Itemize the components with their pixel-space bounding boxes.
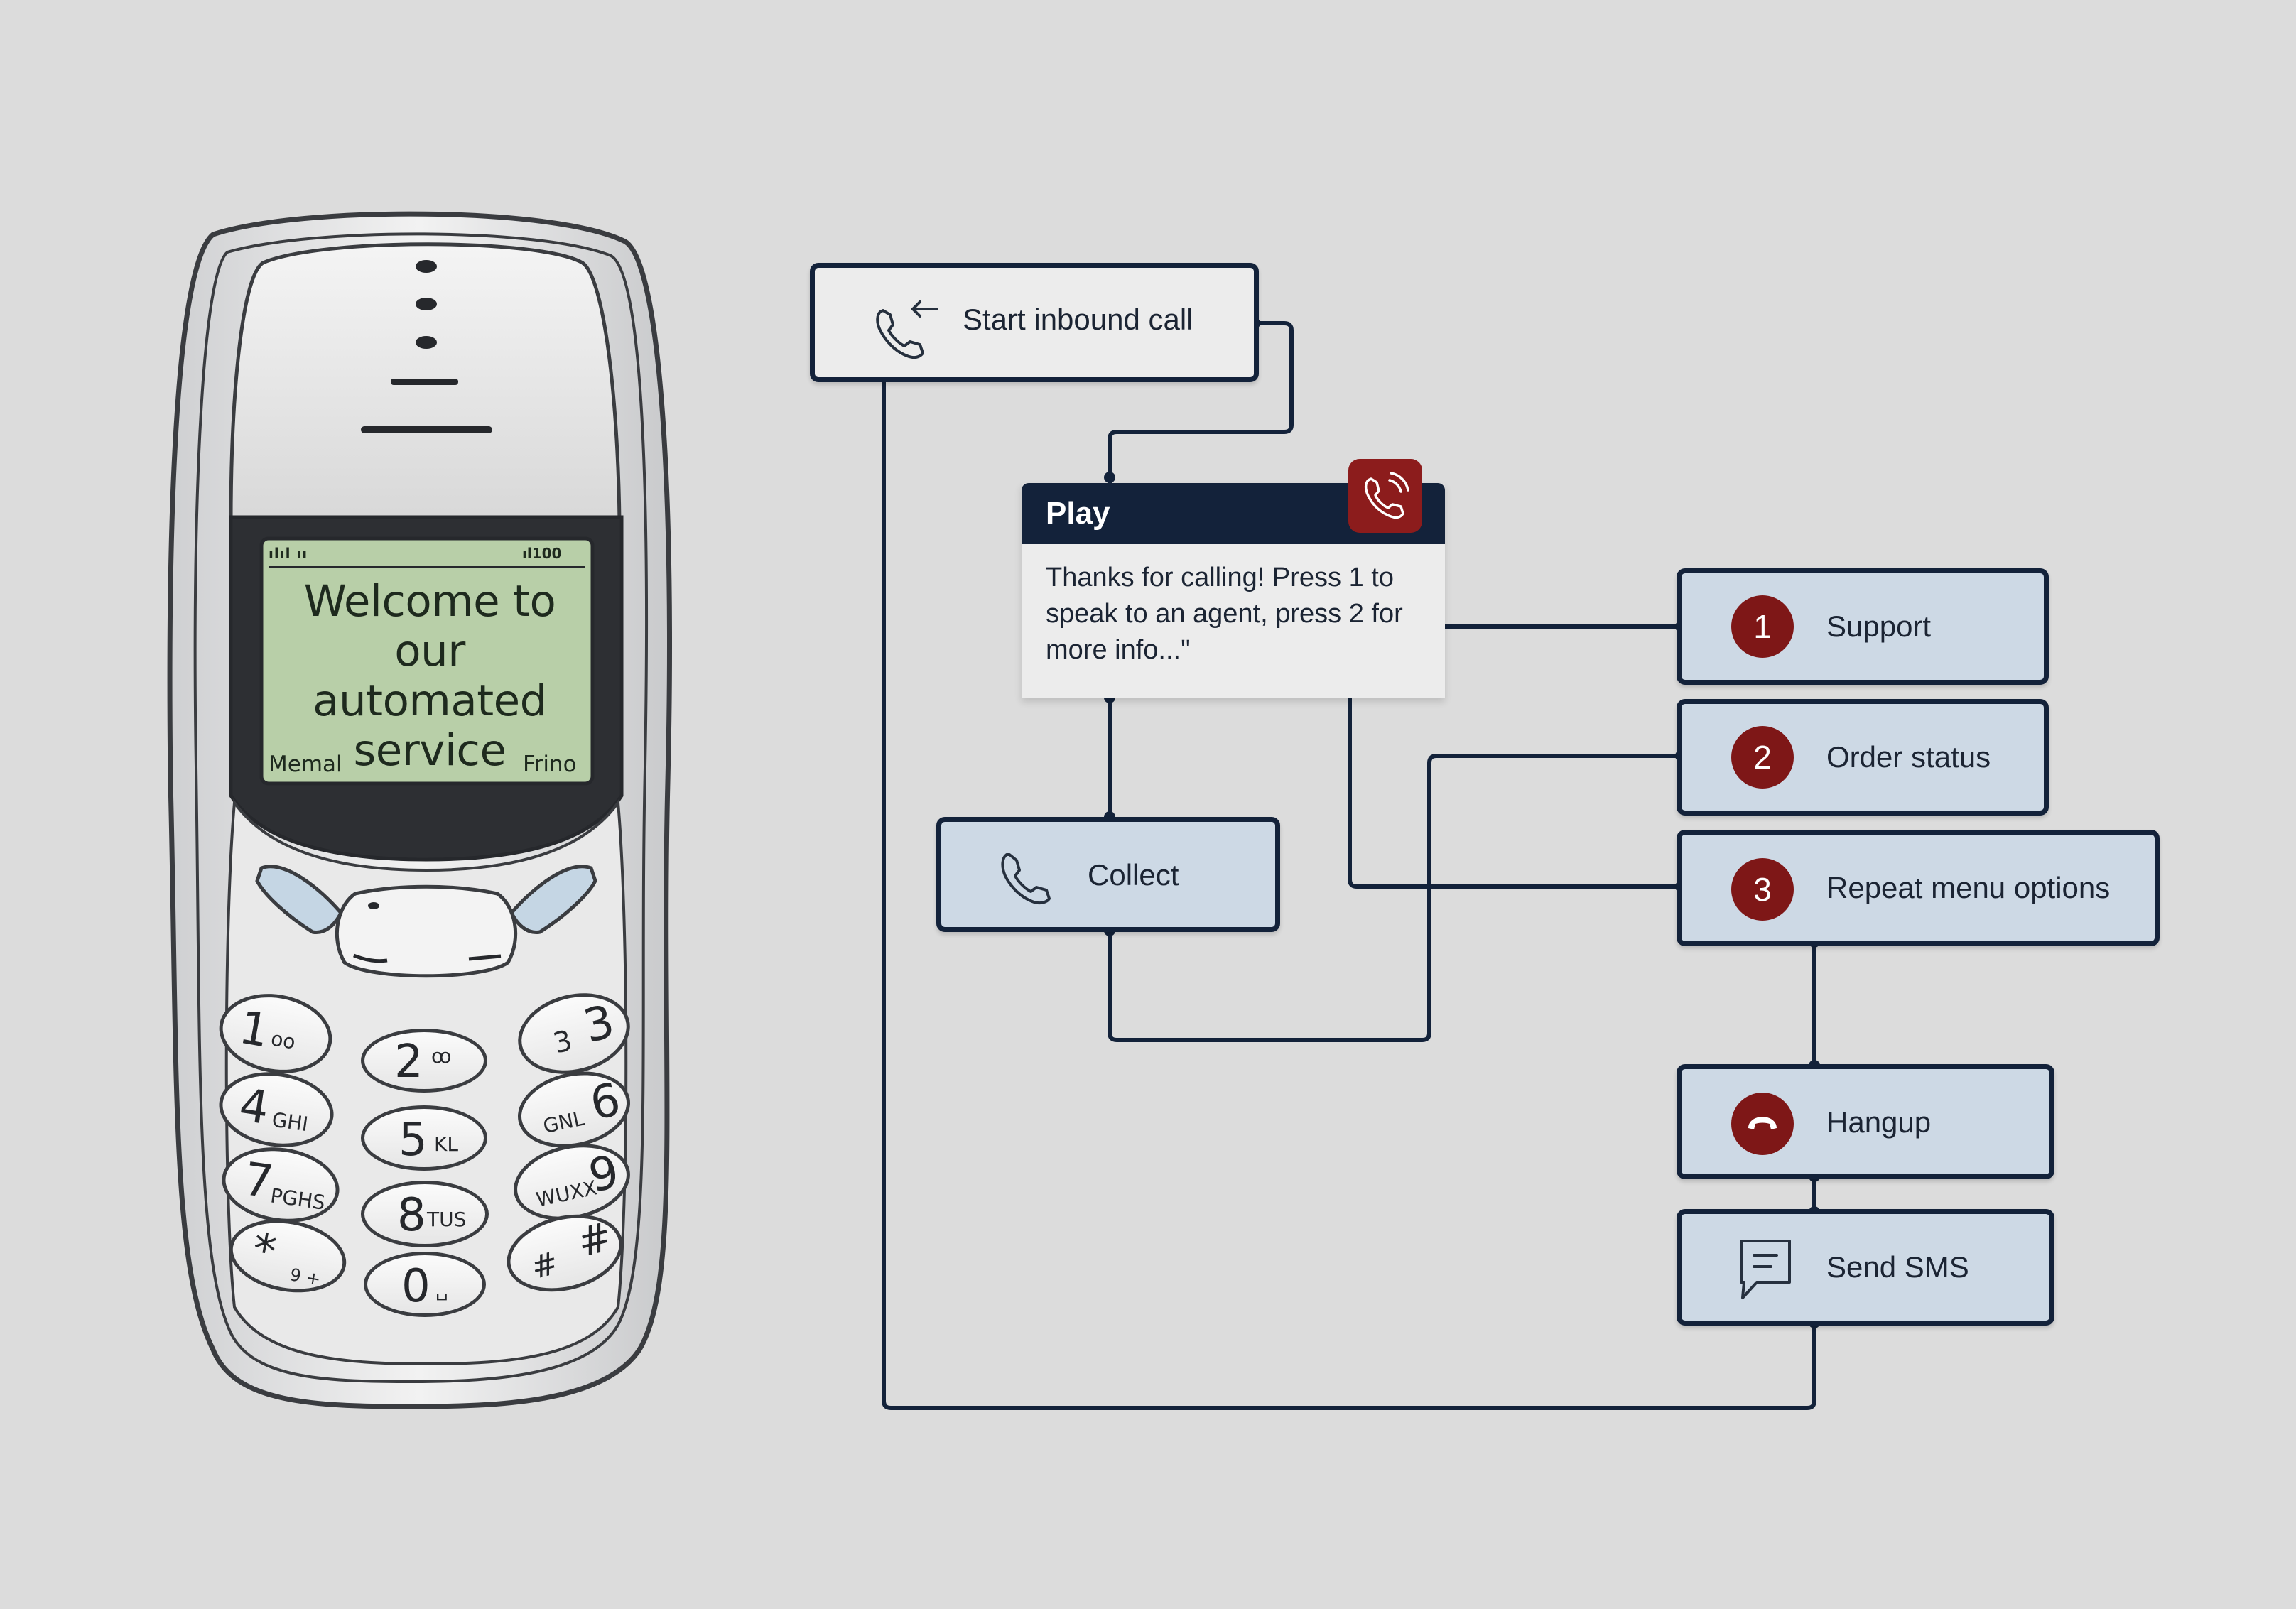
connector-sms-to-start bbox=[882, 376, 1816, 1410]
lcd-screen bbox=[259, 536, 595, 786]
welcome-line-1: Welcome to our bbox=[303, 576, 556, 676]
key-0[interactable]: 0 ␣ bbox=[364, 1252, 486, 1317]
node-send-sms[interactable]: Send SMS bbox=[1677, 1209, 2054, 1326]
battery-indicator: ıl100 bbox=[522, 545, 562, 562]
node-start-inbound-call[interactable]: Start inbound call bbox=[810, 263, 1259, 382]
option-number-badge: 1 bbox=[1731, 595, 1794, 658]
play-title: Play bbox=[1046, 496, 1110, 531]
soft-key-right[interactable] bbox=[509, 865, 597, 935]
play-prompt-text: Thanks for calling! Press 1 to speak to … bbox=[1046, 563, 1403, 665]
option-label-support: Support bbox=[1826, 610, 1932, 643]
option-label-repeat-menu: Repeat menu options bbox=[1826, 871, 2111, 904]
node-hangup-label: Hangup bbox=[1826, 1105, 1932, 1139]
key-2[interactable]: 2 ꝏ bbox=[361, 1029, 487, 1093]
signal-indicator: ılıl ıı bbox=[269, 545, 308, 562]
node-option-repeat-menu[interactable]: 3 Repeat menu options bbox=[1677, 830, 2160, 946]
connector-collect-to-order-status bbox=[1108, 754, 1681, 1042]
phone-incoming-icon bbox=[876, 300, 938, 359]
node-option-support[interactable]: 1 Support bbox=[1677, 568, 2049, 685]
option-label-order-status: Order status bbox=[1826, 740, 1991, 774]
soft-key-left[interactable] bbox=[255, 865, 343, 935]
node-collect-label: Collect bbox=[1088, 858, 1179, 892]
node-collect[interactable]: Collect bbox=[936, 817, 1280, 932]
screen-welcome-text: Welcome to our automated service bbox=[263, 577, 597, 776]
speaker-dot bbox=[416, 260, 437, 273]
node-option-order-status[interactable]: 2 Order status bbox=[1677, 699, 2049, 816]
connector-start-to-play bbox=[1108, 321, 1294, 483]
phone-icon bbox=[1001, 853, 1051, 905]
message-icon bbox=[1740, 1240, 1791, 1299]
play-body bbox=[1022, 544, 1445, 698]
hangup-icon bbox=[1731, 1093, 1794, 1155]
key-8[interactable]: 8 TUS bbox=[361, 1181, 489, 1247]
soft-label-left: Memal bbox=[269, 752, 342, 777]
node-play[interactable]: Play Thanks for calling! Press 1 to spea… bbox=[1022, 483, 1445, 698]
node-hangup[interactable]: Hangup bbox=[1677, 1064, 2054, 1179]
option-number-badge: 3 bbox=[1731, 858, 1794, 921]
node-sms-label: Send SMS bbox=[1826, 1250, 1969, 1284]
soft-label-right: Frino bbox=[523, 752, 577, 777]
nav-center-key[interactable] bbox=[335, 884, 518, 978]
key-5[interactable]: 5 KL bbox=[361, 1105, 487, 1171]
phone-ringing-icon bbox=[1348, 459, 1422, 533]
connector-play-to-repeat bbox=[1348, 698, 1681, 889]
welcome-line-2: automated bbox=[313, 676, 547, 726]
option-number-badge: 2 bbox=[1731, 726, 1794, 789]
node-start-label: Start inbound call bbox=[963, 303, 1193, 336]
welcome-line-3: service bbox=[353, 725, 507, 776]
